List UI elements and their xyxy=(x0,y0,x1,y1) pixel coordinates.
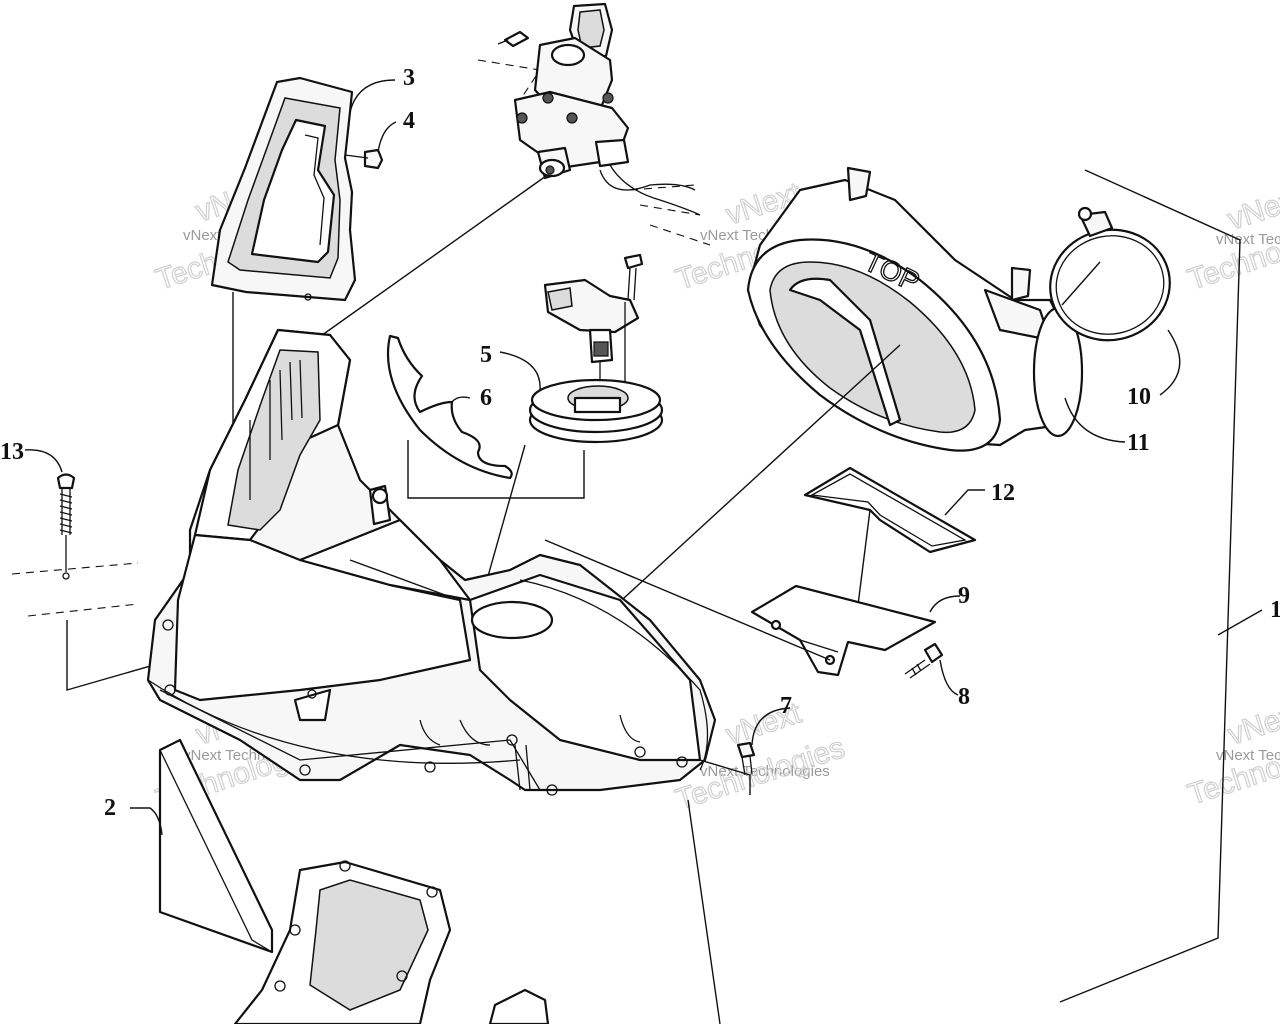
callout-2: 2 xyxy=(104,795,116,821)
callout-5: 5 xyxy=(480,342,492,368)
callout-11: 11 xyxy=(1127,430,1150,456)
bolt-8 xyxy=(904,642,959,696)
watermark-vnext-text: vNext xyxy=(1224,696,1280,751)
sensor-5 xyxy=(469,253,664,641)
gasket-3 xyxy=(210,76,396,530)
bolt-7 xyxy=(699,707,791,795)
callout-labels: 1 2 3 4 5 6 7 8 9 10 11 12 13 xyxy=(0,65,1280,821)
watermark-top-right: vNext Technologies vNext Technologies xyxy=(1183,181,1280,297)
callout-12: 12 xyxy=(991,480,1015,506)
seal-12 xyxy=(803,466,985,606)
callout-9: 9 xyxy=(958,583,970,609)
plug-4 xyxy=(344,121,397,170)
callout-13: 13 xyxy=(0,439,24,465)
boot-11: TOP xyxy=(599,166,1126,621)
watermark-small-text: vNext Technologies xyxy=(1216,747,1280,764)
filter-2 xyxy=(130,738,274,954)
watermark-vnext-text: vNext xyxy=(722,696,806,751)
seal-6 xyxy=(386,334,585,499)
bracket-9 xyxy=(544,539,961,677)
callout-1: 1 xyxy=(1270,597,1280,623)
assembly-bracket xyxy=(1059,169,1263,1003)
callout-7: 7 xyxy=(780,693,792,719)
callout-4: 4 xyxy=(403,108,415,134)
callout-8: 8 xyxy=(958,684,970,710)
clamp-10 xyxy=(1049,206,1181,396)
watermark-small-text: vNext Technologies xyxy=(700,763,830,780)
airbox-housing xyxy=(146,328,717,796)
lower-housing xyxy=(233,860,550,1024)
watermark-bottom-right: vNext Technologies vNext Technologies xyxy=(1183,696,1280,812)
callout-3: 3 xyxy=(403,65,415,91)
watermark-vnext-text: vNext xyxy=(1224,181,1280,236)
watermark-small-text: vNext Technologies xyxy=(1216,231,1280,248)
callout-10: 10 xyxy=(1127,384,1151,410)
callout-6: 6 xyxy=(480,385,492,411)
throttle-body xyxy=(317,2,711,339)
